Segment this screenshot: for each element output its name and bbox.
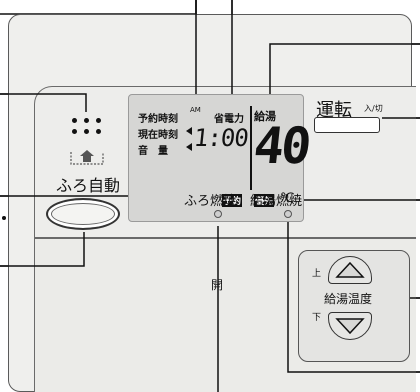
bath-burn-label: ふろ燃焼	[184, 194, 237, 209]
run-label: 運転	[316, 100, 352, 121]
reserve-time-label: 予約時刻	[138, 114, 178, 125]
time-readout: 1:00	[192, 124, 250, 152]
bath-auto-label: ふろ自動	[56, 176, 121, 195]
up-label: 上	[312, 269, 322, 279]
bath-auto-button[interactable]	[46, 198, 120, 230]
hot-water-burn-label: 給湯燃焼	[250, 194, 303, 209]
temp-label: 給湯温度	[324, 292, 373, 306]
triangle-down-icon	[335, 318, 365, 335]
volume-label: 音 量	[138, 146, 168, 157]
run-toggle-button[interactable]	[314, 117, 380, 133]
speaker-grille-icon	[70, 118, 104, 140]
power-save-label: 省電力	[214, 114, 244, 125]
bath-burn-indicator	[214, 210, 222, 218]
temperature-readout: 40	[250, 117, 312, 175]
pointer-icon	[186, 127, 192, 135]
pointer-icon	[186, 143, 192, 151]
am-label: AM	[190, 106, 201, 114]
run-sub-label: 入/切	[364, 104, 383, 113]
current-time-label: 現在時刻	[138, 130, 178, 141]
down-label: 下	[312, 313, 322, 323]
unit-label: ℃	[280, 191, 295, 206]
hot-water-burn-indicator	[284, 210, 292, 218]
hot-water-label: 給湯	[254, 110, 276, 123]
lcd-display	[128, 94, 304, 222]
priority-badge: 優先	[254, 194, 275, 207]
open-label: 開	[211, 278, 224, 292]
temp-up-button[interactable]	[328, 256, 372, 284]
bath-tub-icon	[70, 150, 104, 165]
triangle-up-icon	[335, 261, 365, 278]
reservation-badge: 予約	[222, 194, 243, 207]
lcd-divider	[250, 106, 252, 190]
